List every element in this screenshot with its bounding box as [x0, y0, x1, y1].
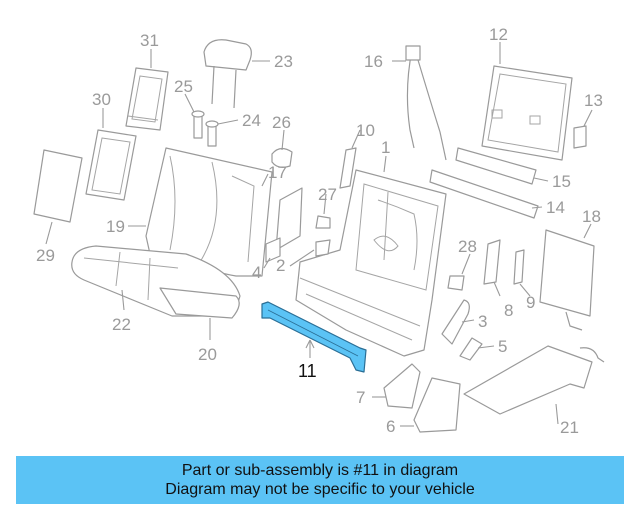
callout-26: 26 — [272, 113, 291, 132]
part-20-cushion — [159, 287, 240, 319]
part-24-guide — [205, 120, 219, 147]
part-1-seat-frame — [295, 169, 447, 357]
callout-18: 18 — [582, 207, 601, 226]
callout-8: 8 — [504, 301, 513, 320]
part-7-plate — [383, 363, 421, 409]
callout-9: 9 — [526, 293, 535, 312]
part-13-latch — [573, 125, 587, 149]
callout-12: 12 — [489, 25, 508, 44]
part-12-back-panel — [481, 65, 573, 161]
callout-28: 28 — [458, 237, 477, 256]
callout-19: 19 — [106, 217, 125, 236]
part-6-plate — [413, 377, 461, 433]
callout-16: 16 — [364, 52, 383, 71]
part-16-cable — [405, 45, 447, 161]
part-15-rail — [455, 147, 537, 185]
callout-30: 30 — [92, 90, 111, 109]
callout-6: 6 — [386, 417, 395, 436]
part-8-trim — [483, 239, 501, 285]
part-17-bracket — [275, 187, 303, 251]
part-28-clip — [447, 275, 465, 291]
callout-11: 11 — [298, 361, 317, 381]
part-21-floor-mat — [463, 345, 605, 415]
callout-5: 5 — [498, 337, 507, 356]
banner-line-2: Diagram may not be specific to your vehi… — [165, 481, 475, 498]
callout-22: 22 — [112, 315, 131, 334]
callout-24: 24 — [242, 111, 261, 130]
leader-lines — [45, 42, 593, 427]
part-info-banner: Part or sub-assembly is #11 in diagram D… — [16, 456, 624, 504]
callout-2: 2 — [276, 256, 285, 275]
callout-27: 27 — [318, 185, 337, 204]
part-4-bracket — [265, 237, 281, 263]
part-31-guide-frame — [125, 67, 169, 131]
part-29-cover-panel — [33, 149, 83, 223]
callout-7: 7 — [356, 388, 365, 407]
callout-23: 23 — [274, 52, 293, 71]
part-27-clip — [315, 215, 331, 229]
part-3-cover — [441, 299, 470, 345]
callout-4: 4 — [252, 263, 261, 282]
callout-numbers: 31 23 16 12 30 25 24 26 10 1 13 17 15 27… — [36, 25, 603, 437]
part-23-headrest — [203, 39, 252, 109]
callout-15: 15 — [552, 172, 571, 191]
callout-1: 1 — [381, 138, 390, 157]
part-30-back-panel — [85, 129, 137, 201]
part-5-cover — [459, 337, 483, 361]
part-19-seat-back — [145, 147, 273, 277]
callout-20: 20 — [198, 345, 217, 364]
parts-diagram: 31 23 16 12 30 25 24 26 10 1 13 17 15 27… — [33, 25, 605, 437]
callout-14: 14 — [546, 198, 565, 217]
callout-13: 13 — [584, 91, 603, 110]
part-18-panel — [539, 229, 595, 331]
callout-29: 29 — [36, 246, 55, 265]
part-2-clip — [315, 239, 331, 257]
banner-line-1: Part or sub-assembly is #11 in diagram — [181, 462, 459, 479]
part-11-cross-member — [261, 301, 367, 373]
callout-10: 10 — [356, 121, 375, 140]
part-9-trim — [513, 249, 525, 285]
callout-25: 25 — [174, 77, 193, 96]
callout-31: 31 — [140, 31, 159, 50]
callout-3: 3 — [478, 312, 487, 331]
part-10-bracket — [339, 147, 357, 189]
part-14-rail — [429, 169, 539, 219]
callout-17: 17 — [268, 163, 287, 182]
part-25-guide — [191, 110, 205, 139]
part-26-knob — [271, 147, 293, 168]
callout-21: 21 — [560, 418, 579, 437]
